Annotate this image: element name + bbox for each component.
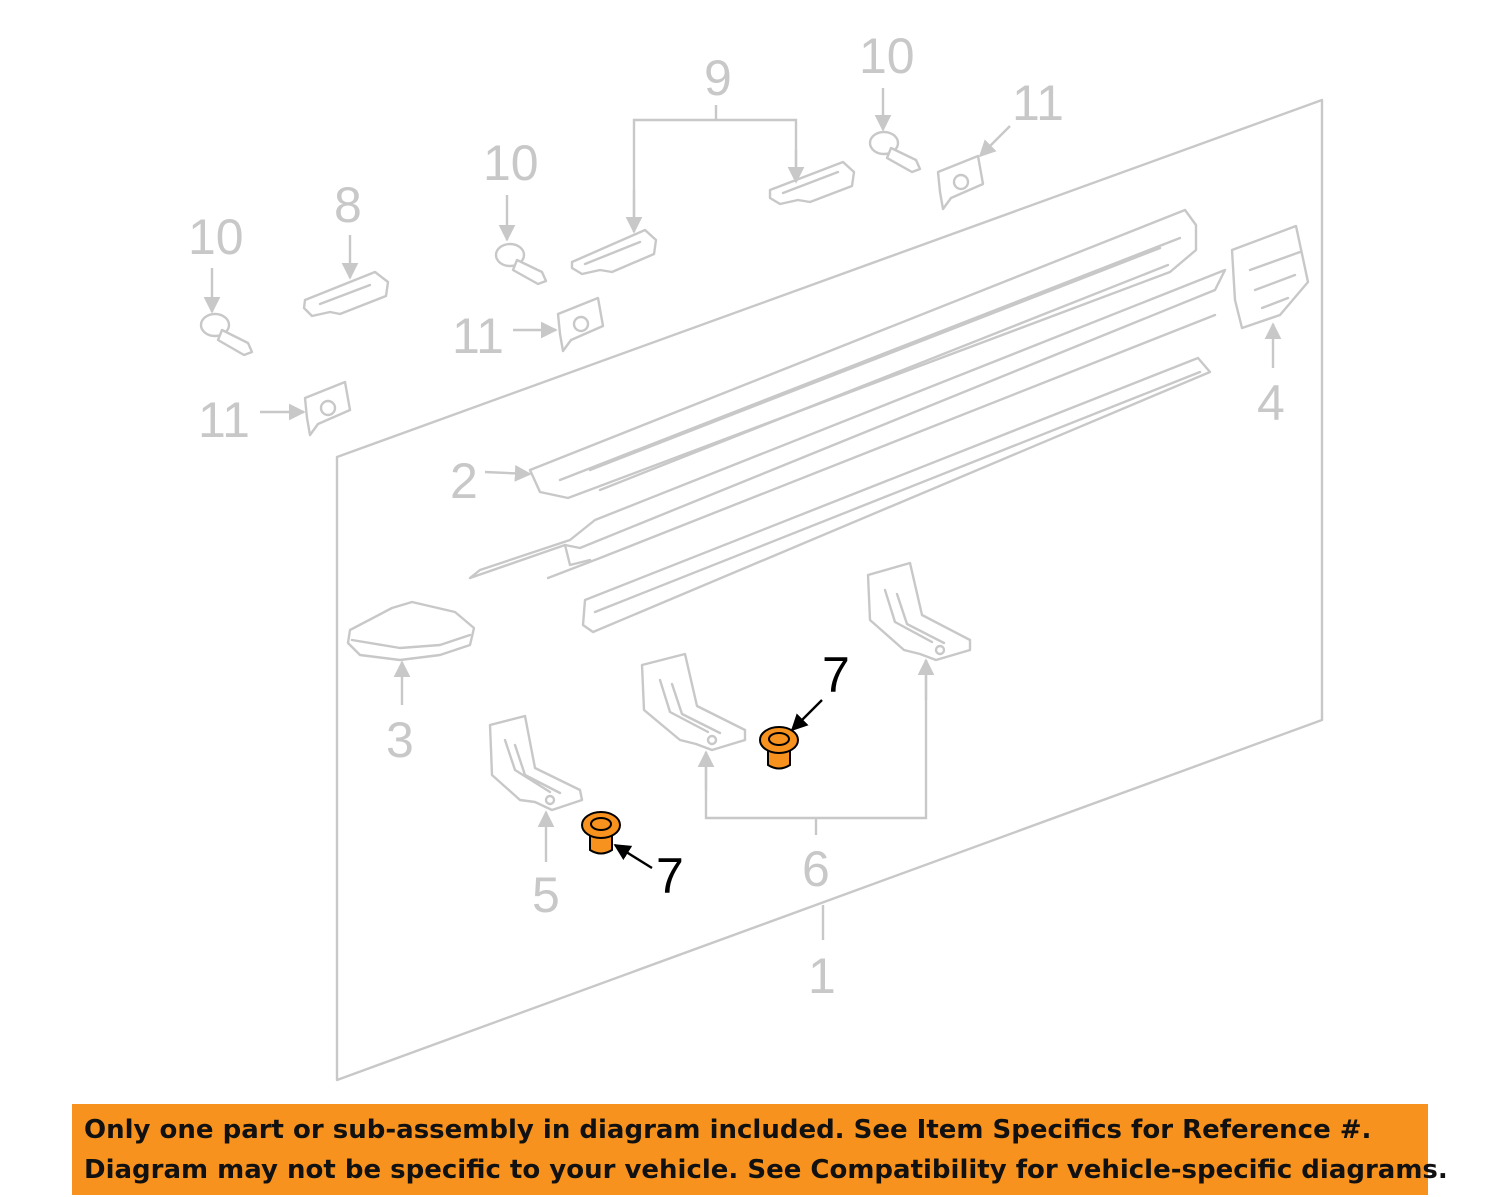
callout-9: 9 — [704, 50, 732, 106]
bolt-10-right — [868, 130, 922, 174]
callout-8: 8 — [334, 177, 362, 233]
callout-3: 3 — [386, 712, 414, 768]
bracket-5 — [488, 714, 584, 812]
bolt-10-middle — [494, 242, 548, 286]
disclaimer-line-1: Only one part or sub-assembly in diagram… — [84, 1115, 1372, 1145]
clip-nut-11-middle — [556, 296, 605, 353]
callout-1: 1 — [808, 948, 836, 1004]
callout-11-middle: 11 — [452, 308, 504, 364]
assembly-panel-outline — [335, 98, 1324, 1082]
rear-end-cap — [1230, 224, 1310, 330]
leader-lines — [203, 88, 1282, 940]
bushing-part-7-upper — [759, 726, 799, 770]
front-end-cap — [346, 600, 476, 662]
clip-nut-11-left — [303, 380, 352, 437]
callout-10-middle: 10 — [483, 135, 539, 191]
callout-7-upper: 7 — [822, 647, 850, 703]
callout-11-left: 11 — [198, 392, 250, 448]
callout-7-lower: 7 — [656, 848, 684, 904]
bolt-10-left — [199, 312, 254, 357]
lower-trim-strip — [581, 356, 1212, 634]
disclaimer-line-2: Diagram may not be specific to your vehi… — [84, 1155, 1448, 1185]
bushing-part-7-lower — [581, 811, 621, 855]
clip-nut-11-right — [936, 154, 985, 211]
disclaimer-banner: Only one part or sub-assembly in diagram… — [72, 1104, 1448, 1195]
callout-10-right: 10 — [859, 28, 915, 84]
callout-2: 2 — [450, 453, 478, 509]
callout-6: 6 — [802, 841, 830, 897]
parts-diagram: 1 2 3 4 5 6 7 7 8 9 10 10 10 11 11 11 — [188, 28, 1324, 1082]
bracket-6-right — [866, 561, 972, 662]
callout-4: 4 — [1257, 375, 1285, 431]
callout-10-left: 10 — [188, 209, 244, 265]
bracket-6-left — [640, 652, 747, 752]
callout-5: 5 — [532, 867, 560, 923]
callout-11-right: 11 — [1012, 75, 1064, 131]
running-board — [468, 208, 1227, 580]
